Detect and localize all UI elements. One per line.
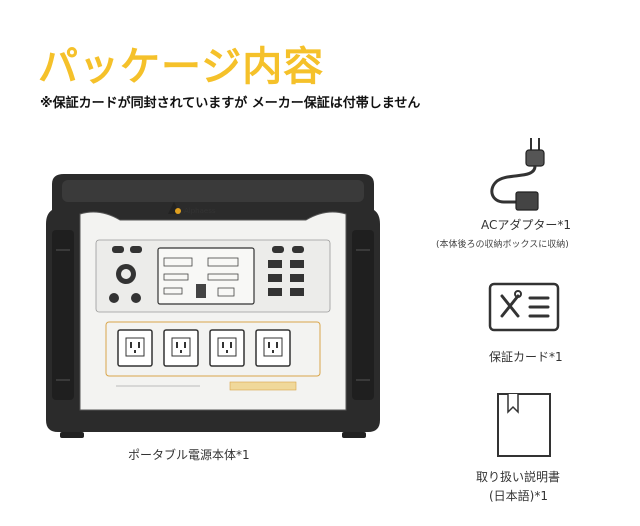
ac-adapter-icon [490,138,545,211]
power-station-illustration: Alphaess [46,174,380,438]
station-caption: ポータブル電源本体*1 [128,448,250,462]
station-handle [62,180,364,202]
usb-ports [268,246,304,296]
brand-logo-icon [168,202,181,214]
manual-icon [497,393,551,457]
warranty-card-icon [488,282,560,332]
tools-icon [500,290,522,318]
card-caption: 保証カード*1 [489,350,563,364]
brand-logo-text: Alphaess [184,207,216,215]
ac-outlets [117,329,291,367]
manual-caption-line1: 取り扱い説明書 [476,470,561,484]
list-lines-icon [528,296,550,318]
adapter-subcaption: (本体後ろの収納ボックスに収納) [436,240,569,250]
side-grip-right [352,230,374,400]
adapter-caption: ACアダプター*1 [481,218,572,232]
side-grip-left [52,230,74,400]
ac-outlet-panel [105,321,321,377]
page-title: パッケージ内容 [38,44,325,90]
manual-caption-line2: (日本語)*1 [489,489,548,503]
warranty-note: ※保証カードが同封されていますが メーカー保証は付帯しません [40,96,421,111]
